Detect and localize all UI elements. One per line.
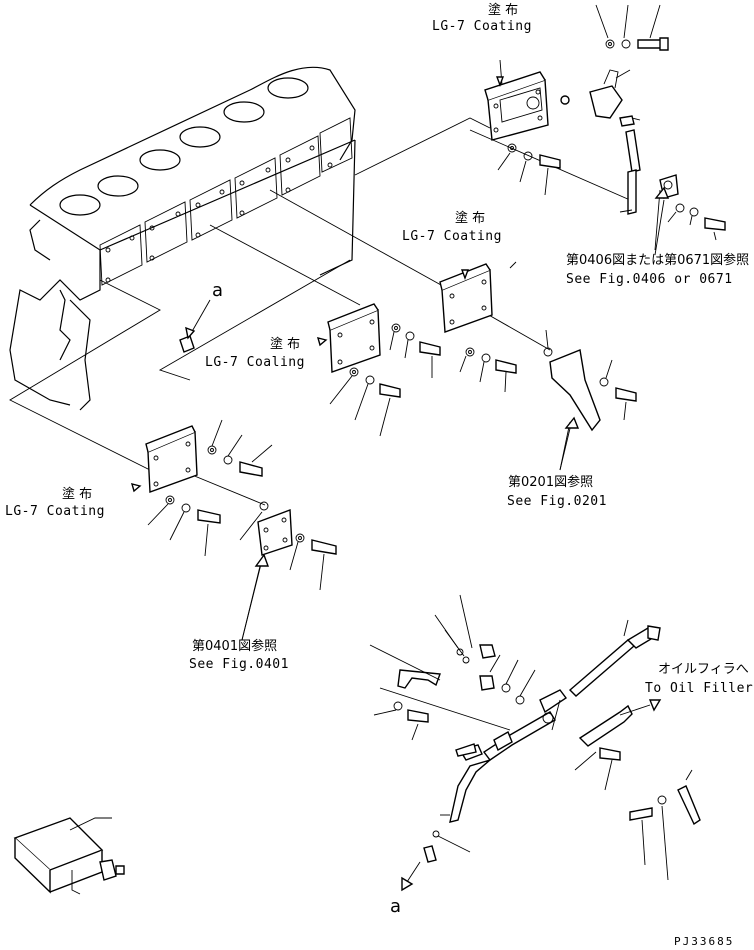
leader-arrows — [130, 76, 670, 892]
ref-0406-jp: 第0406図または第0671図参照 — [566, 253, 750, 268]
middle-cover-plate — [439, 261, 637, 471]
center-cover-plate — [327, 303, 441, 437]
coating-label-center-en: LG-7 Coaling — [205, 355, 305, 370]
drawing-number: PJ33685 — [674, 935, 735, 948]
coating-label-top-jp: 塗 布 — [488, 3, 519, 18]
engine-block — [9, 66, 356, 411]
coating-label-mid-en: LG-7 Coating — [402, 229, 502, 244]
ref-0401-jp: 第0401図参照 — [192, 639, 278, 654]
ref-0406-en: See Fig.0406 or 0671 — [566, 272, 733, 287]
oil-filler-jp: オイルフィラへ — [658, 662, 749, 677]
coating-label-left-en: LG-7 Coating — [5, 504, 105, 519]
top-cover-plate — [484, 4, 726, 256]
marker-a-bottom: a — [390, 896, 402, 917]
ref-0201-jp: 第0201図参照 — [508, 475, 594, 490]
ref-0401-en: See Fig.0401 — [189, 657, 289, 672]
left-cover-plate — [145, 419, 337, 641]
coating-label-top-en: LG-7 Coating — [432, 19, 532, 34]
bottom-left-tool — [13, 817, 125, 895]
coating-label-mid-jp: 塗 布 — [455, 211, 486, 226]
coating-label-center-jp: 塗 布 — [270, 337, 301, 352]
ref-0201-en: See Fig.0201 — [507, 494, 607, 509]
marker-a-top: a — [212, 280, 224, 301]
oil-filler-en: To Oil Filler — [645, 681, 754, 696]
coating-label-left-jp: 塗 布 — [62, 487, 93, 502]
oil-pipe-assembly — [369, 594, 701, 881]
